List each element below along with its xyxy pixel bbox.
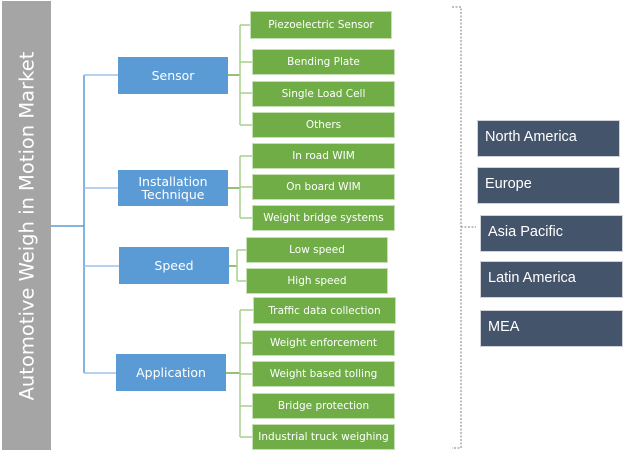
region-mea: MEA (480, 310, 623, 347)
category-speed: Speed (119, 247, 229, 284)
market-title-bar: Automotive Weigh in Motion Market (2, 1, 51, 450)
sub-item: High speed (246, 268, 388, 294)
sub-item: Traffic data collection (253, 297, 396, 324)
sub-item: Weight based tolling (252, 361, 395, 387)
region-label: Europe (485, 175, 532, 192)
category-installation-technique: Installation Technique (118, 170, 228, 206)
sub-item: Piezoelectric Sensor (250, 11, 392, 39)
sub-item: Industrial truck weighing (252, 424, 395, 450)
region-label: MEA (488, 318, 520, 335)
sub-item: Others (252, 112, 395, 138)
category-application: Application (116, 354, 226, 391)
sub-item: Bridge protection (252, 393, 395, 419)
sub-item: Single Load Cell (252, 81, 395, 107)
region-latin-america: Latin America (480, 261, 623, 298)
region-europe: Europe (477, 167, 620, 204)
sub-item: Bending Plate (252, 49, 395, 75)
market-title: Automotive Weigh in Motion Market (15, 51, 38, 400)
region-north-america: North America (477, 120, 620, 157)
sub-item: In road WIM (252, 143, 395, 169)
region-asia-pacific: Asia Pacific (480, 215, 623, 252)
sub-item: On board WIM (252, 174, 395, 200)
region-label: Latin America (488, 269, 576, 286)
region-label: North America (485, 128, 577, 145)
category-label: Installation Technique (138, 174, 208, 202)
sub-item: Weight bridge systems (252, 205, 395, 231)
region-bracket (452, 6, 476, 449)
category-label: Speed (154, 258, 194, 273)
category-sensor: Sensor (118, 57, 228, 94)
region-label: Asia Pacific (488, 223, 563, 240)
sub-item: Weight enforcement (252, 330, 395, 356)
category-label: Sensor (151, 68, 195, 83)
sub-item: Low speed (246, 237, 388, 263)
category-label: Application (136, 365, 206, 380)
